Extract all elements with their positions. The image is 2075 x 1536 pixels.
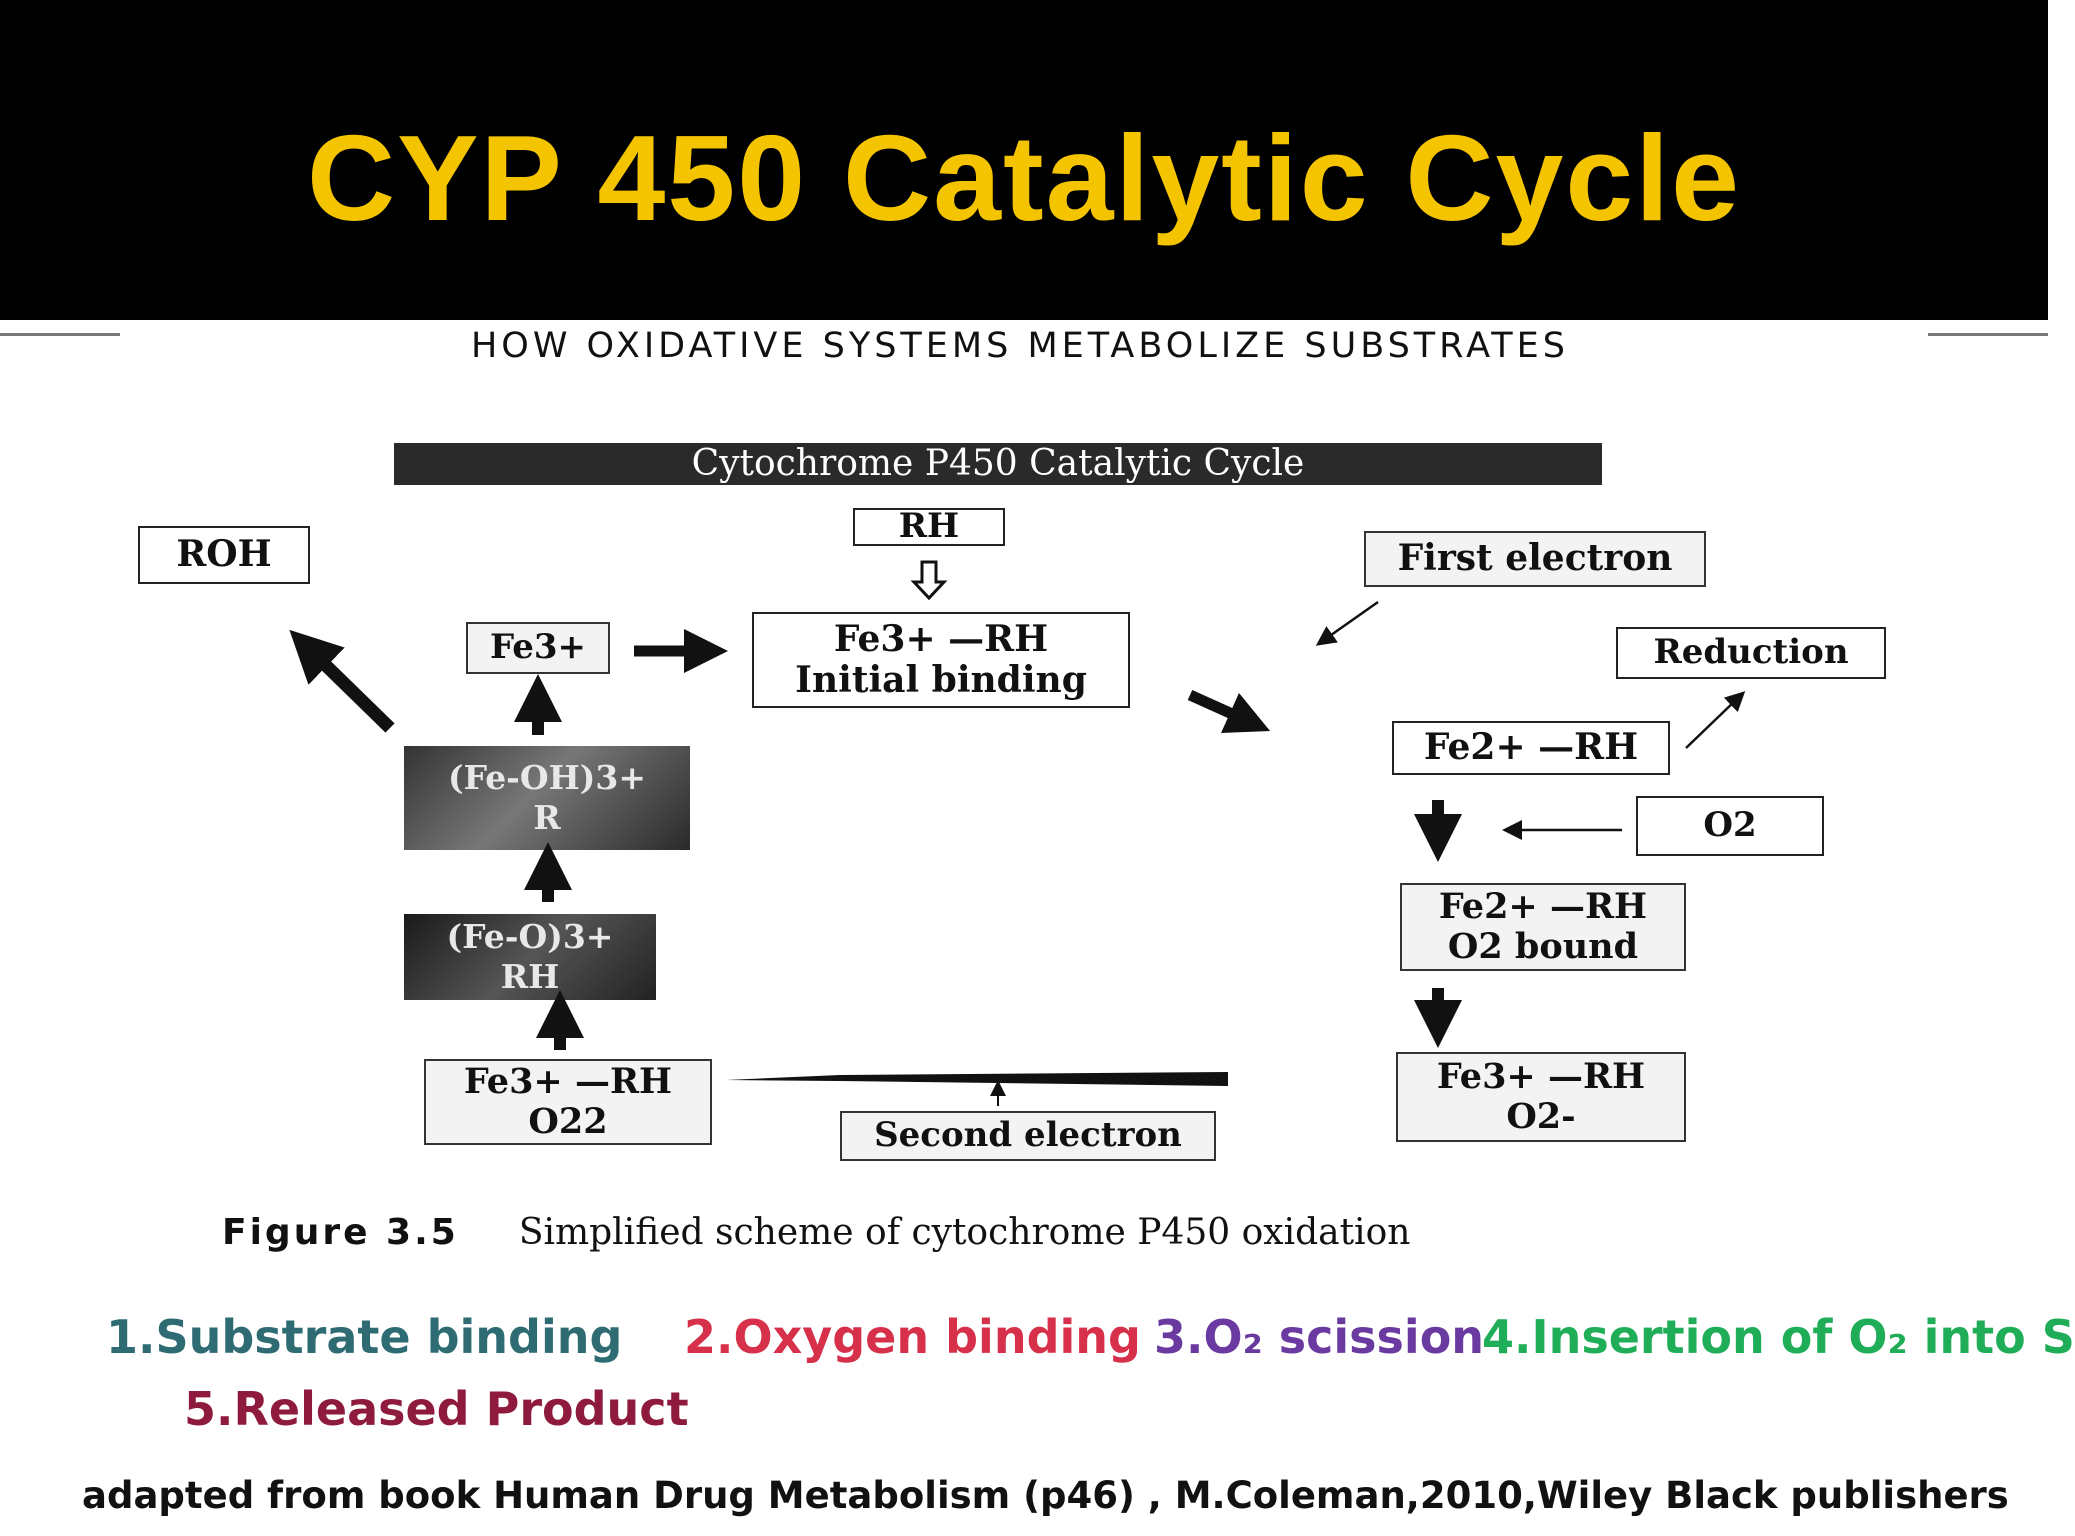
reduction-box: Reduction	[1616, 627, 1886, 679]
figure-caption-label: Figure 3.5	[222, 1212, 459, 1253]
right-divider	[1928, 333, 2048, 336]
fe2-rh-label: Fe2+ —RH	[1423, 726, 1639, 769]
fe3-label: Fe3+	[489, 627, 587, 668]
first-electron-box: First electron	[1364, 531, 1706, 587]
step-5: 5.Released Product	[184, 1382, 689, 1436]
step-2: 2.Oxygen binding	[684, 1310, 1141, 1364]
slide-title: CYP 450 Catalytic Cycle	[307, 110, 1741, 246]
step-1: 1.Substrate binding	[106, 1310, 623, 1364]
arrow-bottom-left	[726, 1072, 1228, 1086]
superoxide-line1: Fe3+ —RH	[1436, 1055, 1646, 1097]
reduction-label: Reduction	[1653, 632, 1849, 673]
step-4: 4.Insertion of O₂ into S	[1482, 1310, 2075, 1364]
second-electron-label: Second electron	[874, 1115, 1182, 1156]
peroxo-line2: O22	[528, 1101, 608, 1142]
roh-label: ROH	[176, 533, 272, 576]
arrow-reduction	[1685, 691, 1746, 749]
second-electron-box: Second electron	[840, 1111, 1216, 1161]
figure-subheading: HOW OXIDATIVE SYSTEMS METABOLIZE SUBSTRA…	[470, 326, 1570, 366]
roh-box: ROH	[138, 526, 310, 584]
rh-box: RH	[853, 506, 1005, 547]
superoxide-line2: O2-	[1506, 1096, 1576, 1137]
fe2-rh-box: Fe2+ —RH	[1392, 721, 1670, 775]
fe3-box: Fe3+	[466, 622, 610, 674]
arrow-binding-to-right	[1187, 689, 1271, 734]
o2-box: O2	[1636, 796, 1824, 856]
o2-bound-line2: O2 bound	[1447, 926, 1639, 967]
left-divider	[0, 333, 120, 336]
fe-oxo-line2: RH	[500, 957, 560, 996]
title-bar	[0, 0, 2048, 320]
peroxo-box: Fe3+ —RH O22	[424, 1059, 712, 1145]
source-credit: adapted from book Human Drug Metabolism …	[82, 1474, 2009, 1517]
figure-caption: Figure 3.5 Simplified scheme of cytochrom…	[222, 1212, 1410, 1253]
initial-binding-line2: Initial binding	[795, 659, 1087, 701]
o2-bound-line1: Fe2+ —RH	[1438, 885, 1648, 927]
fe-oxo-line1: (Fe-O)3+	[446, 917, 614, 957]
initial-binding-box: Fe3+ —RH Initial binding	[752, 612, 1130, 708]
rh-label: RH	[898, 506, 960, 547]
fe-hydroxo-box: (Fe-OH)3+ R	[404, 746, 690, 850]
fe-hydroxo-line2: R	[533, 798, 561, 837]
peroxo-line1: Fe3+ —RH	[463, 1060, 673, 1102]
step-3: 3.O₂ scission	[1154, 1310, 1485, 1364]
initial-binding-line1: Fe3+ —RH	[833, 617, 1049, 660]
rh-hollow-arrow	[910, 560, 948, 601]
arrow-first-electron	[1315, 600, 1379, 646]
o2-label: O2	[1703, 805, 1757, 846]
fe-oxo-box: (Fe-O)3+ RH	[404, 914, 656, 1000]
arrow-release-roh	[289, 629, 395, 733]
o2-bound-box: Fe2+ —RH O2 bound	[1400, 883, 1686, 971]
figure-caption-text: Simplified scheme of cytochrome P450 oxi…	[518, 1212, 1411, 1253]
fe-hydroxo-line1: (Fe-OH)3+	[447, 758, 647, 798]
superoxide-box: Fe3+ —RH O2-	[1396, 1052, 1686, 1142]
figure-banner: Cytochrome P450 Catalytic Cycle	[394, 443, 1602, 485]
first-electron-label: First electron	[1397, 537, 1673, 580]
